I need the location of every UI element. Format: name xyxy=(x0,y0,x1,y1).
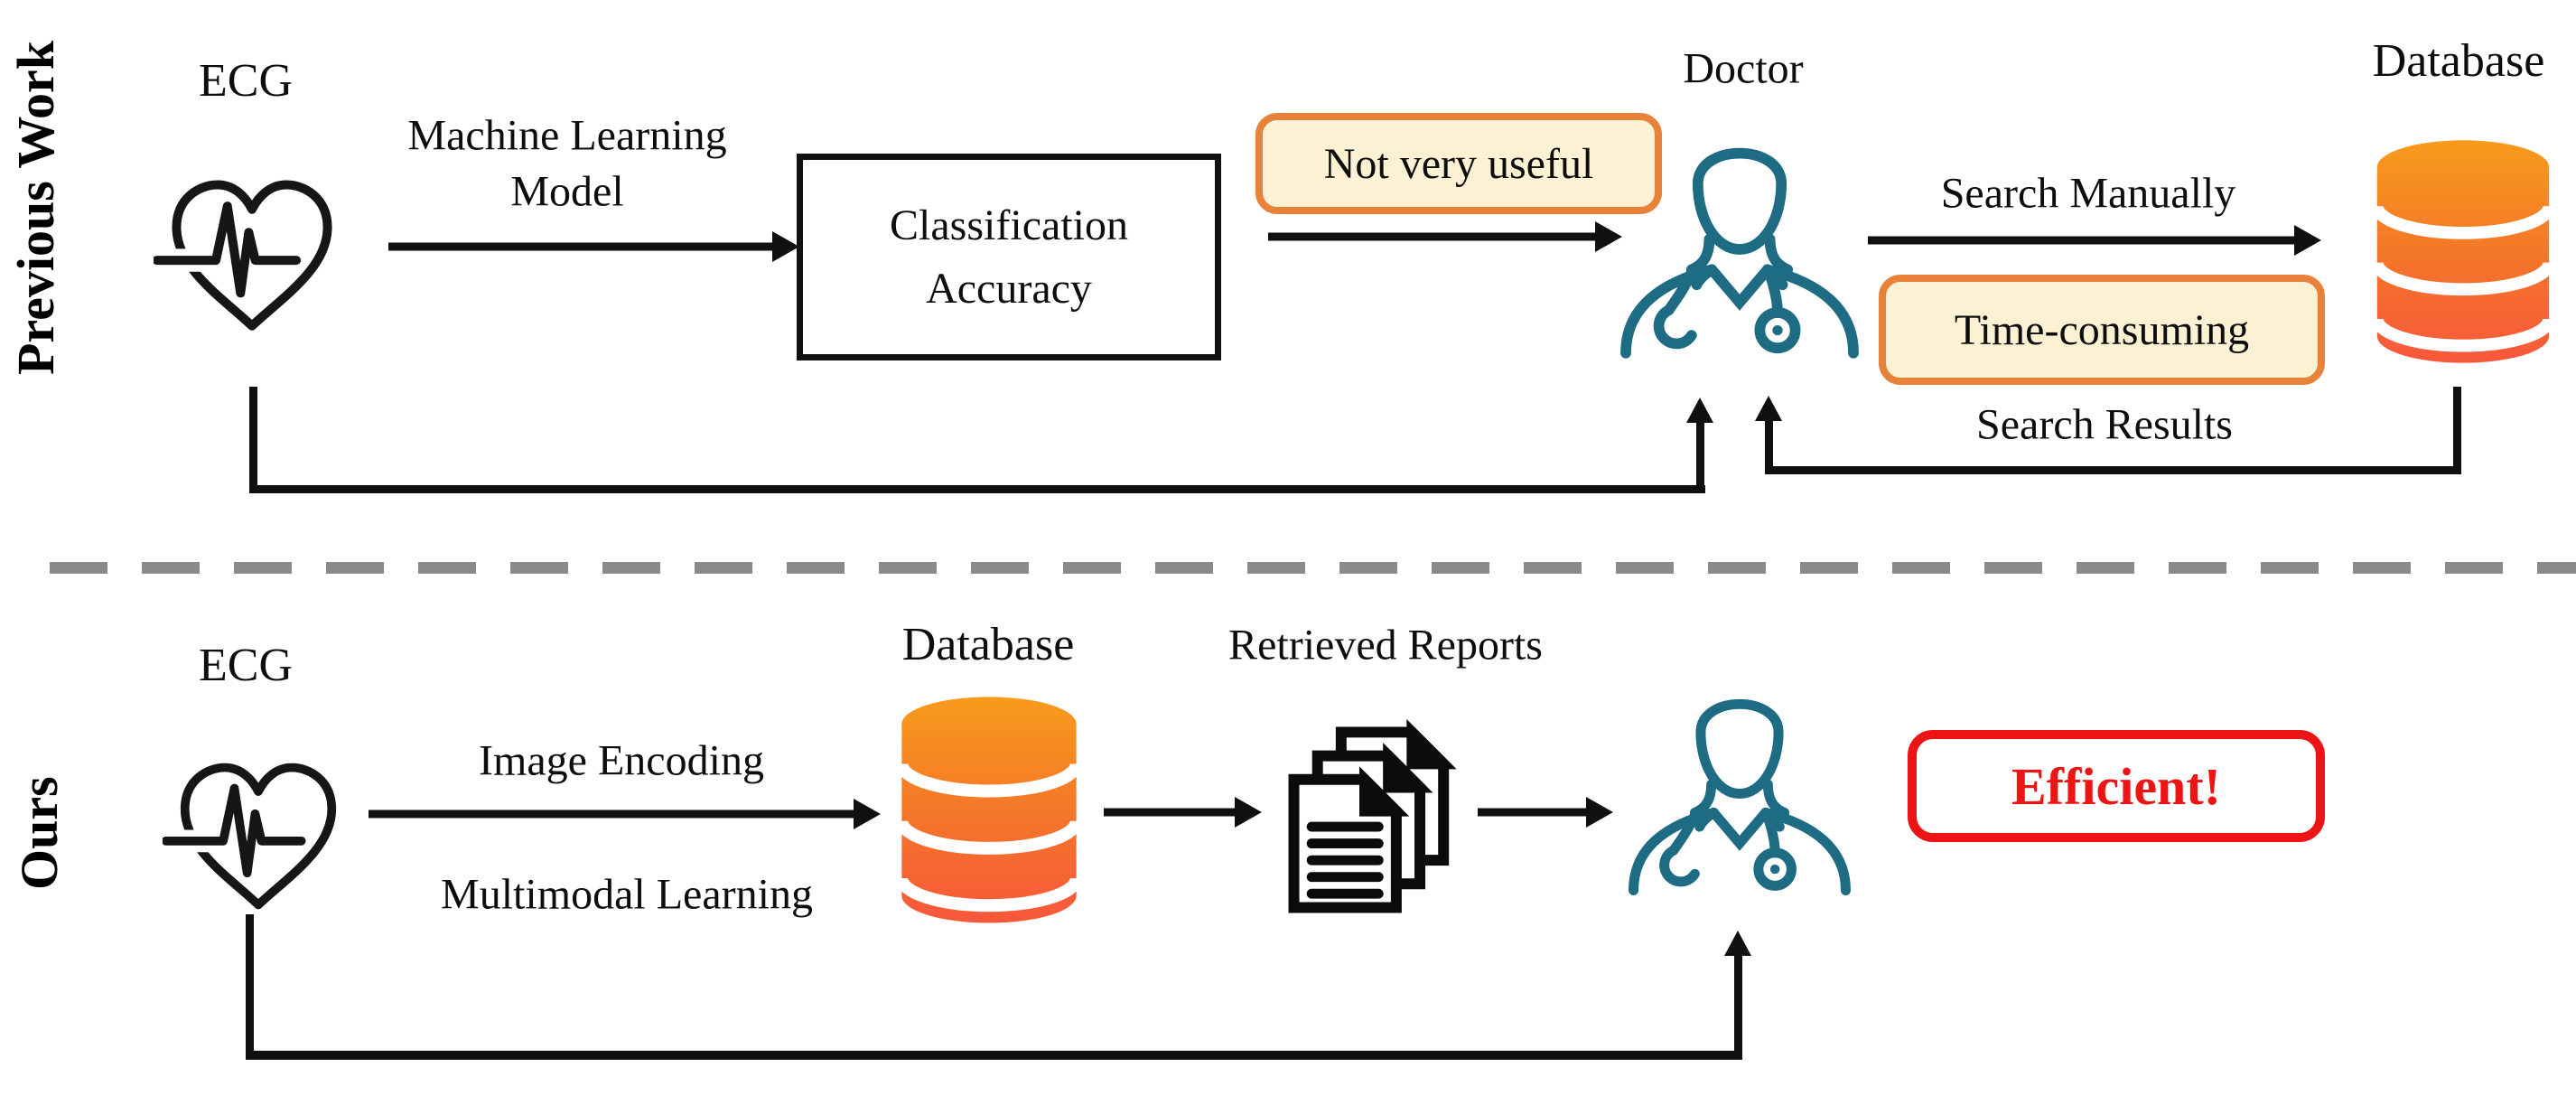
results-line-horizontal xyxy=(1765,466,2461,474)
doctor-icon xyxy=(1613,116,1866,370)
arrow-head-icon xyxy=(1586,797,1613,828)
search-results-label: Search Results xyxy=(1976,400,2233,449)
not-very-useful-text: Not very useful xyxy=(1323,139,1594,188)
results-line-vertical xyxy=(2453,387,2461,474)
arrow-reports-to-doctor xyxy=(1478,797,1613,828)
database-icon xyxy=(891,692,1087,929)
feedback-arrow-head-icon xyxy=(1686,398,1713,423)
arrow-shaft xyxy=(369,810,854,819)
feedback-line-ecg-horizontal xyxy=(246,1051,1742,1060)
multimodal-learning-label: Multimodal Learning xyxy=(441,870,813,919)
arrow-head-icon xyxy=(2294,225,2321,256)
arrow-head-icon xyxy=(1235,797,1262,828)
classification-box-line2: Accuracy xyxy=(926,264,1092,313)
section-divider xyxy=(50,562,2576,574)
database-icon xyxy=(2366,136,2560,369)
arrow-shaft xyxy=(1868,236,2294,245)
classification-box-line1: Classification xyxy=(890,201,1128,249)
arrow-head-icon xyxy=(1595,221,1622,252)
ml-model-label-line1: Machine Learning xyxy=(407,111,727,160)
feedback-line-ecg-horizontal xyxy=(249,485,1705,493)
ml-model-label-line2: Model xyxy=(510,167,624,216)
arrow-shaft xyxy=(1478,808,1586,817)
feedback-arrow-head-icon xyxy=(1724,931,1751,956)
feedback-arrow-shaft xyxy=(1696,421,1704,486)
retrieved-reports-label: Retrieved Reports xyxy=(1228,621,1543,669)
efficient-badge: Efficient! xyxy=(1908,730,2325,842)
database-label: Database xyxy=(901,619,1075,671)
arrow-database-to-reports xyxy=(1104,797,1262,828)
arrow-ecg-to-model xyxy=(388,231,799,262)
arrow-accuracy-to-doctor xyxy=(1268,221,1622,252)
ecg-label: ECG xyxy=(199,640,293,692)
results-arrow-head-icon xyxy=(1755,396,1782,421)
feedback-line-ecg-vertical xyxy=(249,387,257,493)
not-very-useful-badge: Not very useful xyxy=(1255,113,1662,214)
document-stack-icon xyxy=(1266,690,1463,940)
arrow-head-icon xyxy=(854,799,881,829)
arrow-shaft xyxy=(1268,232,1595,241)
side-label-previous-work: Previous Work xyxy=(6,40,65,376)
image-encoding-label: Image Encoding xyxy=(479,736,764,785)
time-consuming-badge: Time-consuming xyxy=(1879,275,2325,385)
efficient-text: Efficient! xyxy=(2011,756,2221,816)
doctor-label: Doctor xyxy=(1683,44,1804,93)
arrow-shaft xyxy=(1104,808,1235,817)
arrow-shaft xyxy=(388,242,772,251)
feedback-arrow-shaft xyxy=(1734,954,1742,1052)
feedback-line-ecg-vertical xyxy=(246,914,254,1059)
search-manually-label: Search Manually xyxy=(1940,169,2236,218)
time-consuming-text: Time-consuming xyxy=(1954,305,2250,354)
arrow-ecg-to-database xyxy=(369,799,881,829)
side-label-ours: Ours xyxy=(10,776,69,890)
arrow-doctor-to-database xyxy=(1868,225,2321,256)
doctor-icon xyxy=(1617,676,1862,900)
database-label: Database xyxy=(2372,35,2545,88)
classification-accuracy-box: Classification Accuracy xyxy=(797,154,1221,360)
heartbeat-icon xyxy=(154,166,350,338)
ecg-label: ECG xyxy=(199,55,293,108)
arrow-head-icon xyxy=(772,231,799,262)
results-arrow-shaft xyxy=(1765,419,1773,466)
heartbeat-icon xyxy=(163,750,354,916)
